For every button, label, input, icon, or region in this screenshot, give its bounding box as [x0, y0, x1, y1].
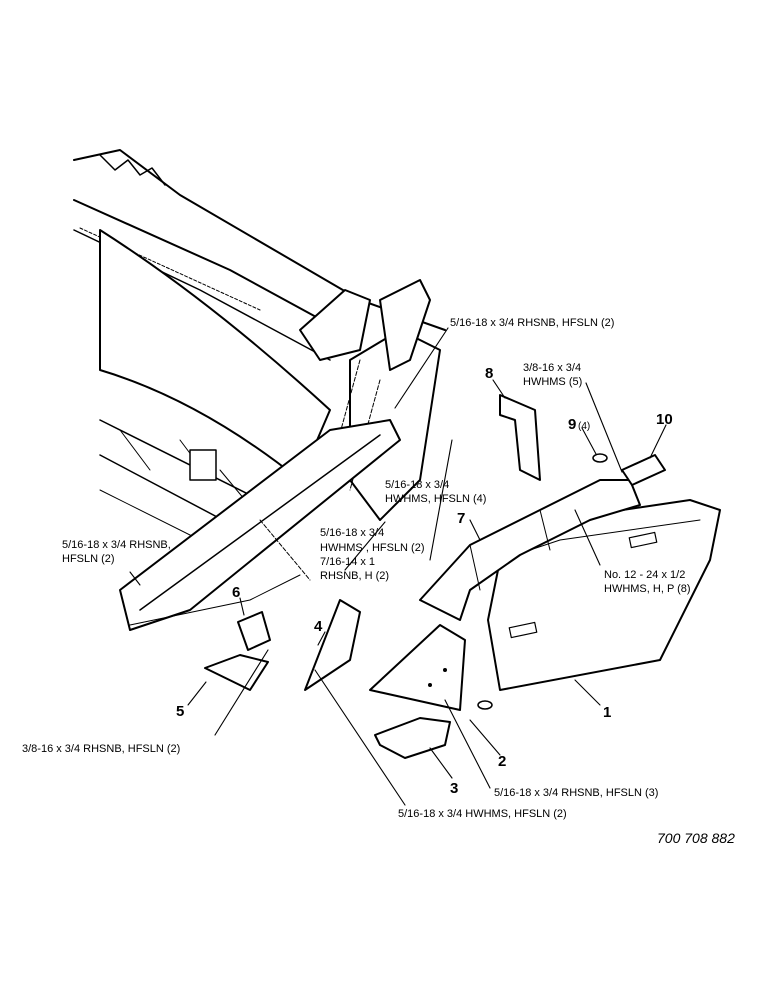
label-screw-line1: No. 12 - 24 x 1/2	[604, 569, 685, 581]
drawing-number: 700 708 882	[657, 830, 735, 846]
label-item4-bolt: 5/16-18 x 3/4 HWHMS, HFSLN (2)	[398, 808, 567, 820]
callout-8: 8	[485, 365, 493, 382]
label-center-line3: 7/16-14 x 1	[320, 556, 375, 568]
support-bar-part-7	[419, 479, 641, 621]
label-item2-bolt: 5/16-18 x 3/4 RHSNB, HFSLN (3)	[494, 787, 658, 799]
callout-2: 2	[498, 753, 506, 770]
plate-part-4	[304, 599, 361, 691]
side-shield-part-1	[487, 499, 721, 691]
machine-frame	[73, 149, 446, 631]
label-center-line4: RHSNB, H (2)	[320, 570, 389, 582]
label-left-line1: 5/16-18 x 3/4 RHSNB,	[62, 539, 171, 551]
callout-9: 9	[568, 416, 576, 433]
angle-part-6	[237, 611, 271, 651]
callout-10: 10	[656, 411, 673, 428]
callout-3: 3	[450, 780, 458, 797]
bracket-part-3	[374, 717, 451, 759]
bracket-part-5	[204, 654, 269, 691]
callout-7: 7	[457, 510, 465, 527]
label-center-line1: 5/16-18 x 3/4	[320, 527, 384, 539]
label-item7-bolt-line1: 5/16-18 x 3/4	[385, 479, 449, 491]
label-top-bolt: 5/16-18 x 3/4 RHSNB, HFSLN (2)	[450, 317, 614, 329]
bracket-part-8	[499, 394, 541, 481]
callout-4: 4	[314, 618, 323, 635]
label-item7-bolt-line2: HWHMS, HFSLN (4)	[385, 493, 486, 505]
callout-9-quantity: (4)	[578, 421, 590, 432]
plate-part-10	[621, 454, 666, 486]
label-center-line2: HWHMS , HFSLN (2)	[320, 542, 425, 554]
callout-5: 5	[176, 703, 184, 720]
label-left-line2: HFSLN (2)	[62, 553, 115, 565]
callout-1: 1	[603, 704, 611, 721]
label-bottom-left: 3/8-16 x 3/4 RHSNB, HFSLN (2)	[22, 743, 180, 755]
plate-part-2	[369, 624, 466, 711]
label-item8-bolt-line2: HWHMS (5)	[523, 376, 582, 388]
bushing-part-9	[477, 453, 608, 710]
callout-6: 6	[232, 584, 240, 601]
label-screw-line2: HWHMS, H, P (8)	[604, 583, 691, 595]
label-item8-bolt-line1: 3/8-16 x 3/4	[523, 362, 581, 374]
leader-lines	[129, 327, 667, 806]
